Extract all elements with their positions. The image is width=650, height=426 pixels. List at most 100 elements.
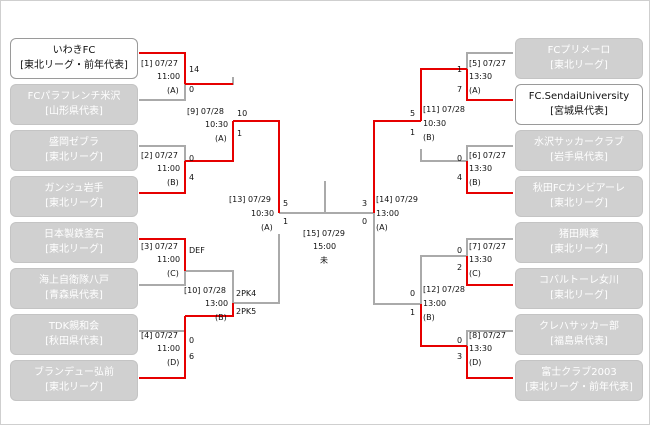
team-fuji-club-2003[interactable]: 富士クラブ2003[東北リーグ・前年代表]: [515, 360, 643, 401]
match-10-score-top: 2PK4: [236, 289, 257, 298]
match-6-score-top: 0: [457, 154, 463, 163]
match-11-score-top: 5: [410, 109, 416, 118]
team-name: ブランデュー弘前: [34, 367, 114, 378]
match-10-venue: (B): [215, 313, 227, 322]
match-13-time: 10:30: [251, 209, 275, 218]
match-8-time: 13:30: [469, 344, 493, 353]
match-1-venue: (A): [167, 86, 179, 95]
match-8-score-bottom: 3: [457, 352, 463, 361]
match-8-date: [8] 07/27: [469, 331, 506, 340]
team-league: [東北リーグ]: [550, 60, 608, 71]
team-cobaltore-onagawa[interactable]: コバルトーレ女川[東北リーグ]: [515, 268, 643, 309]
match-3-score-top: DEF: [189, 246, 205, 255]
match-6-score-bottom: 4: [457, 173, 463, 182]
team-name: ガンジュ岩手: [44, 183, 104, 194]
team-jmsdf-hachinohe[interactable]: 海上自衛隊八戸[青森県代表]: [10, 268, 138, 309]
match-11-score-bottom: 1: [410, 128, 416, 137]
team-league: [東北リーグ]: [45, 382, 103, 393]
match-11-venue: (B): [423, 133, 435, 142]
match-5-score-top: 1: [457, 65, 463, 74]
match-14-venue: (A): [376, 223, 388, 232]
match-8-score-top: 0: [457, 336, 463, 345]
match-4-date: [4] 07/27: [141, 331, 178, 340]
match-2-score-top: 0: [189, 154, 195, 163]
match-12-score-bottom: 1: [410, 308, 416, 317]
match-15-time: 15:00: [313, 242, 337, 251]
match-15-status: 未: [320, 256, 328, 265]
team-ganju-iwate[interactable]: ガンジュ岩手 [東北リーグ]: [10, 176, 138, 217]
match-6-time: 13:30: [469, 164, 493, 173]
team-league: [東北リーグ]: [45, 152, 103, 163]
match-1-time: 11:00: [157, 72, 181, 81]
match-10-score-bottom: 2PK5: [236, 307, 257, 316]
team-name: 猪田興業: [559, 229, 599, 240]
match-3-venue: (C): [167, 269, 179, 278]
match-4-venue: (D): [167, 358, 180, 367]
team-league: [東北リーグ]: [550, 244, 608, 255]
team-fc-primeiro[interactable]: FCプリメーロ [東北リーグ]: [515, 38, 643, 79]
team-morioka-zebra[interactable]: 盛岡ゼブラ[東北リーグ]: [10, 130, 138, 171]
match-2-venue: (B): [167, 178, 179, 187]
match-9-score-top: 10: [237, 109, 248, 118]
match-9-time: 10:30: [205, 120, 229, 129]
team-nippon-steel-kamaishi[interactable]: 日本製鉄釜石[東北リーグ]: [10, 222, 138, 263]
team-mizusawa-sc[interactable]: 水沢サッカークラブ[岩手県代表]: [515, 130, 643, 171]
team-inoda-kogyo[interactable]: 猪田興業 [東北リーグ]: [515, 222, 643, 263]
match-5-date: [5] 07/27: [469, 59, 506, 68]
match-4-score-top: 0: [189, 336, 195, 345]
match-14-date: [14] 07/29: [376, 195, 419, 204]
team-league: [山形県代表]: [45, 106, 103, 117]
team-akita-fc-cambiare[interactable]: 秋田FCカンビアーレ [東北リーグ]: [515, 176, 643, 217]
match-8-venue: (D): [469, 358, 482, 367]
match-7-score-top: 0: [457, 246, 463, 255]
team-name: FCプリメーロ: [547, 45, 611, 56]
team-name: クレハサッカー部: [539, 321, 619, 332]
team-league: [宮城県代表]: [550, 106, 608, 117]
match-5-time: 13:30: [469, 72, 493, 81]
team-fc-parafrenchi-yonezawa[interactable]: FCパラフレンチ米沢 [山形県代表]: [10, 84, 138, 125]
match-10-date: [10] 07/28: [184, 286, 227, 295]
match-14-score-bottom: 0: [362, 217, 368, 226]
team-league: [東北リーグ]: [45, 198, 103, 209]
match-7-score-bottom: 2: [457, 263, 463, 272]
match-6-date: [6] 07/27: [469, 151, 506, 160]
match-13-score-bottom: 1: [283, 217, 289, 226]
team-iwaki-fc[interactable]: いわきFC[東北リーグ・前年代表]: [10, 38, 138, 79]
team-league: [東北リーグ]: [550, 198, 608, 209]
match-2-time: 11:00: [157, 164, 181, 173]
match-15-date: [15] 07/29: [303, 229, 346, 238]
match-12-score-top: 0: [410, 289, 416, 298]
team-name: 水沢サッカークラブ: [534, 137, 624, 148]
team-tdk-shinwakai[interactable]: TDK親和会[秋田県代表]: [10, 314, 138, 355]
match-9-venue: (A): [215, 134, 227, 143]
team-league: [青森県代表]: [45, 290, 103, 301]
match-14-score-top: 3: [362, 199, 368, 208]
team-fc-sendai-university[interactable]: FC.SendaiUniversity [宮城県代表]: [515, 84, 643, 125]
match-11-date: [11] 07/28: [423, 105, 466, 114]
team-league: [東北リーグ・前年代表]: [20, 60, 128, 71]
team-blancdieu-hirosaki[interactable]: ブランデュー弘前 [東北リーグ]: [10, 360, 138, 401]
match-7-time: 13:30: [469, 255, 493, 264]
match-1-score-bottom: 0: [189, 85, 195, 94]
match-10-time: 13:00: [205, 299, 229, 308]
match-1-date: [1] 07/27: [141, 59, 178, 68]
team-name: 秋田FCカンビアーレ: [532, 183, 626, 194]
match-4-time: 11:00: [157, 344, 181, 353]
team-name: FC.SendaiUniversity: [528, 91, 630, 102]
match-6-venue: (B): [469, 178, 481, 187]
match-3-time: 11:00: [157, 255, 181, 264]
match-5-score-bottom: 7: [457, 85, 463, 94]
team-name: FCパラフレンチ米沢: [27, 91, 121, 102]
match-14-time: 13:00: [376, 209, 400, 218]
match-9-score-bottom: 1: [237, 129, 243, 138]
match-2-date: [2] 07/27: [141, 151, 178, 160]
match-3-date: [3] 07/27: [141, 242, 178, 251]
team-kureha-soccer[interactable]: クレハサッカー部[福島県代表]: [515, 314, 643, 355]
match-7-venue: (C): [469, 269, 481, 278]
match-11-time: 10:30: [423, 119, 447, 128]
team-name: コバルトーレ女川: [539, 275, 619, 286]
match-9-date: [9] 07/28: [187, 107, 224, 116]
team-name: 富士クラブ2003: [541, 367, 617, 378]
team-name: 日本製鉄釜石: [44, 229, 104, 240]
